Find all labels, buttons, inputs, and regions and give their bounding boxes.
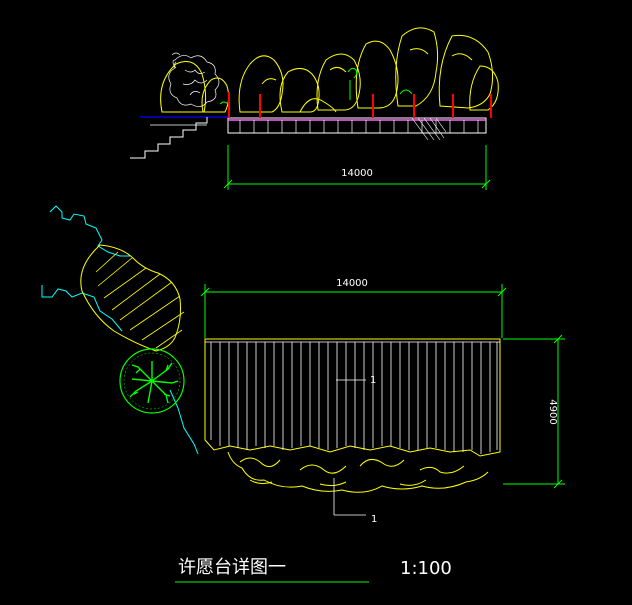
plan-leader-tag-upper: 1 bbox=[370, 375, 376, 386]
plan-hillside-outline bbox=[80, 244, 181, 352]
elevation-view: 14000 bbox=[130, 27, 499, 190]
plan-leader-upper: 1 bbox=[336, 375, 376, 386]
title-block: 许愿台详图一 1:100 bbox=[175, 557, 452, 583]
plan-view: 14000 4900 1 1 bbox=[41, 205, 565, 525]
plan-side-dimension: 4900 bbox=[503, 334, 565, 489]
drawing-scale: 1:100 bbox=[400, 558, 452, 579]
plan-leader-lower: 1 bbox=[333, 478, 377, 525]
elevation-shrubs bbox=[219, 67, 413, 105]
plan-side-dimension-label: 4900 bbox=[547, 399, 558, 424]
plan-rock-edge bbox=[227, 451, 489, 493]
elevation-hatch bbox=[411, 117, 447, 141]
elevation-dimension: 14000 bbox=[223, 145, 491, 190]
plan-shoreline bbox=[41, 205, 199, 455]
elevation-deck-joists bbox=[239, 120, 479, 133]
plan-deck-planks bbox=[205, 341, 500, 454]
plan-deck-outline bbox=[204, 338, 501, 457]
elevation-rocks bbox=[160, 27, 499, 113]
plan-top-dimension: 14000 bbox=[200, 278, 507, 338]
drawing-title: 许愿台详图一 bbox=[178, 557, 286, 578]
plan-top-dimension-label: 14000 bbox=[336, 278, 368, 289]
elevation-railing-posts bbox=[228, 92, 492, 118]
plan-leader-tag-lower: 1 bbox=[371, 514, 377, 525]
plan-tree-icon bbox=[119, 348, 185, 414]
plan-hillside-hatch bbox=[95, 251, 185, 349]
elevation-steps bbox=[130, 117, 208, 159]
elevation-deck-slab bbox=[227, 117, 487, 134]
elevation-dimension-label: 14000 bbox=[341, 168, 373, 179]
